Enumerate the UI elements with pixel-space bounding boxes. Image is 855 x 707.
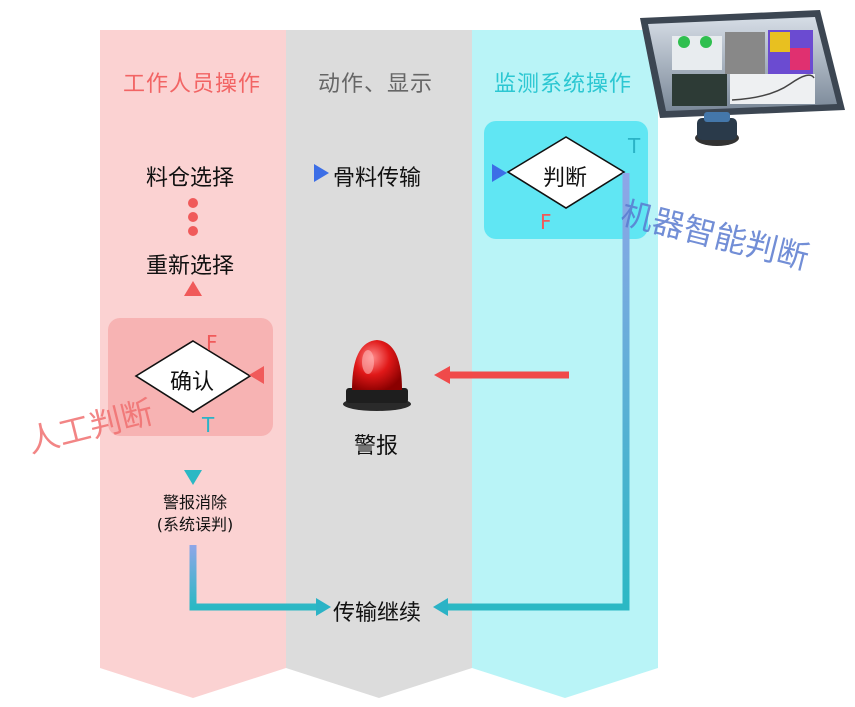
arrowhead [492, 164, 507, 182]
node-alarm-clear-line2: (系统误判) [156, 515, 234, 534]
dot [188, 198, 198, 208]
node-reselect: 重新选择 [146, 254, 235, 279]
judge-diamond [506, 136, 626, 209]
node-judge: 判断 [543, 166, 588, 191]
node-alarm: 警报 [354, 434, 399, 459]
arrowhead [314, 164, 329, 182]
dot [188, 226, 198, 236]
arrowhead [434, 366, 450, 384]
arrowhead [249, 366, 264, 384]
red-siren-icon [343, 340, 411, 411]
arrow-judge-true-to-continue [448, 173, 630, 611]
confirm-true-label: T [202, 413, 215, 437]
judge-true-label: T [628, 134, 641, 158]
node-confirm: 确认 [170, 370, 215, 395]
monitor-screen-icon [640, 10, 845, 118]
dot [188, 212, 198, 222]
judge-false-label: F [540, 210, 552, 234]
lane-title-worker: 工作人员操作 [123, 72, 262, 97]
confirm-false-label: F [206, 331, 218, 355]
camera-icon [695, 112, 739, 146]
arrowhead [184, 281, 202, 296]
lane-title-monitor: 监测系统操作 [494, 72, 633, 97]
arrowhead [316, 598, 331, 616]
confirm-diamond [134, 340, 252, 413]
node-alarm-clear-line1: 警报消除 [162, 493, 227, 512]
arrow-clear-to-continue [189, 545, 316, 611]
node-aggregate-transfer: 骨料传输 [333, 166, 422, 191]
lane-title-action: 动作、显示 [318, 72, 434, 97]
node-silo-select: 料仓选择 [146, 166, 235, 191]
arrowhead [433, 598, 448, 616]
arrowhead [184, 470, 202, 485]
node-continue-transfer: 传输继续 [333, 601, 422, 626]
